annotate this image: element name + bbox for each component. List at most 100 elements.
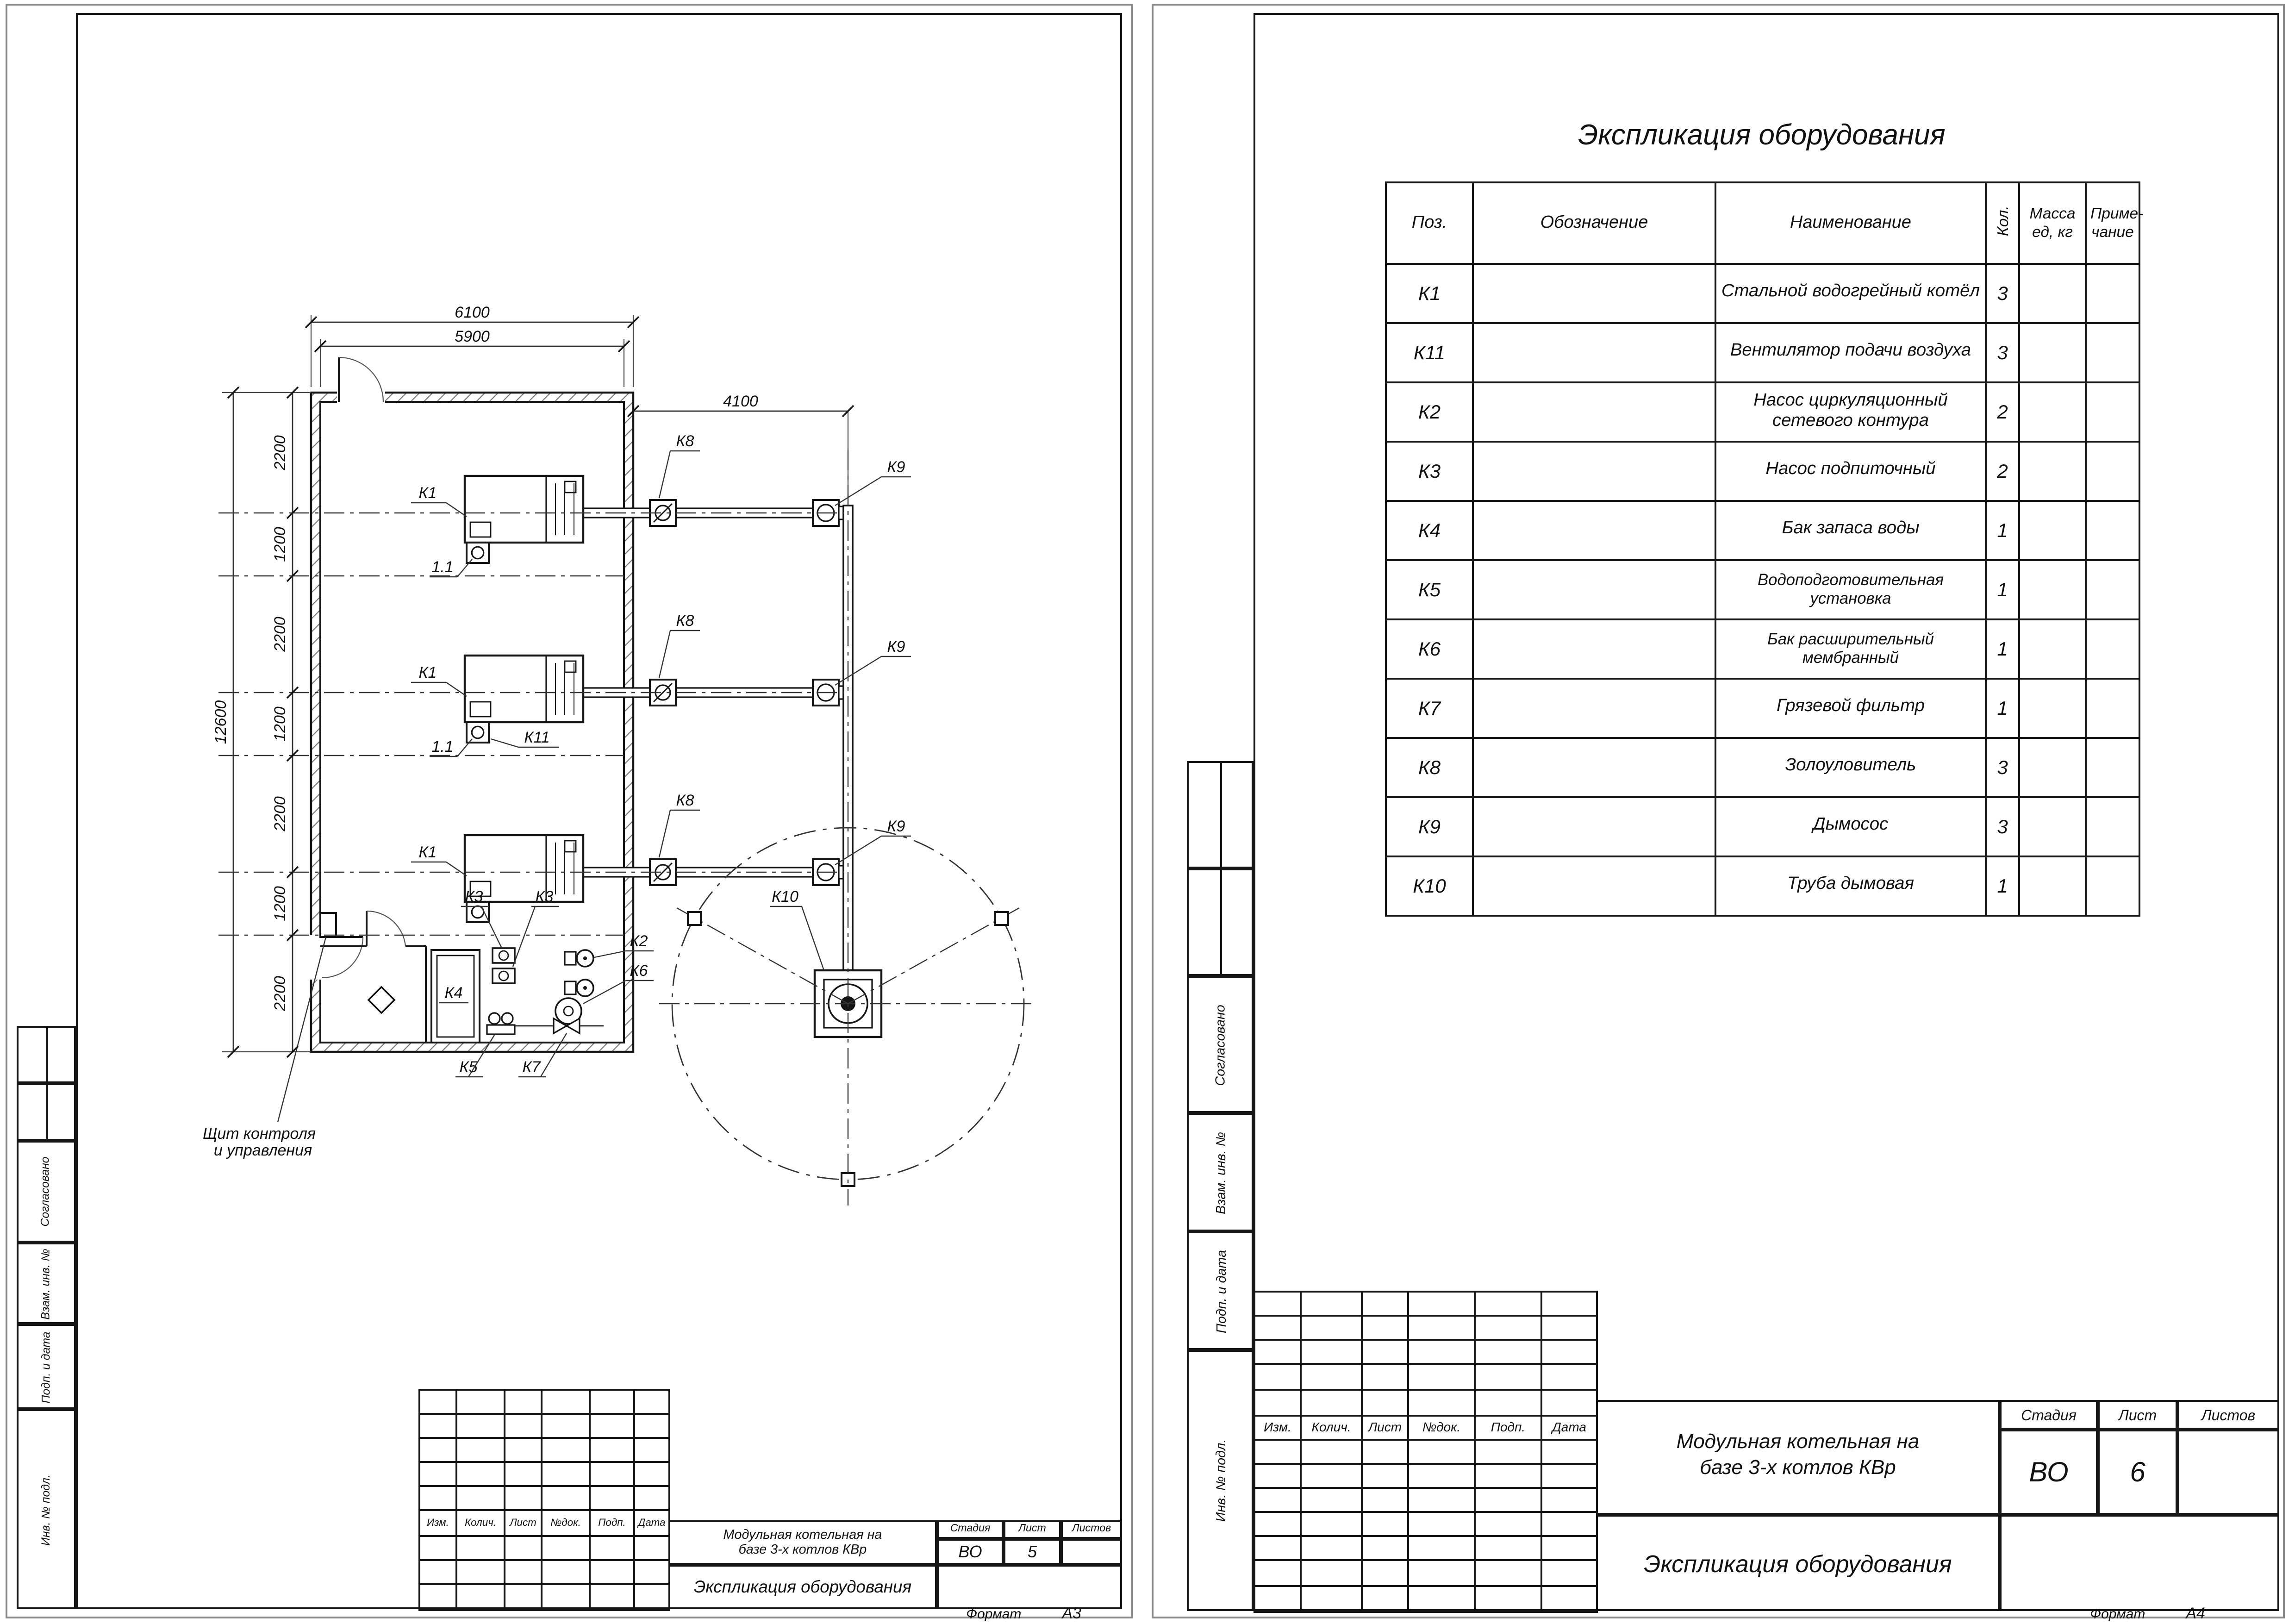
stage-label-cell: Стадия	[2000, 1400, 2098, 1430]
margin-cell	[17, 1083, 76, 1141]
approval-cell	[2000, 1515, 2279, 1611]
title-block: Изм. Колич. Лист №док. Подп. Дата Модуль…	[1254, 1291, 2279, 1613]
format-note: Формат А4	[1913, 1604, 2205, 1622]
label-k9: К9	[887, 638, 905, 656]
format-note: Формат А3	[785, 1604, 1081, 1622]
label-k1: К1	[419, 664, 437, 681]
boiler-unit-1	[463, 475, 851, 564]
label-k9: К9	[887, 458, 905, 476]
sheet-a4-spec: Согласовано Взам. инв. № Подп. и дата Ин…	[1152, 4, 2285, 1622]
spec-header-row: Поз. Обозначение Наименование Кол. Масса…	[1385, 181, 2143, 265]
plan-labels: К1 1.1 К1 1.1 К1 К11 К8 К8 К8 К9	[203, 432, 911, 1159]
spec-table-title: Экспликация оборудования	[1578, 120, 1946, 152]
label-control-panel: и управления	[214, 1142, 312, 1159]
label-control-panel: Щит контроля	[203, 1125, 316, 1143]
col-header-note: Приме-чание	[2085, 181, 2143, 265]
format-label: Формат	[2090, 1605, 2145, 1622]
label-k3: К3	[536, 888, 554, 906]
title-block: Изм. Колич. Лист №док. Подп. Дата Модуль…	[418, 1389, 1122, 1611]
dim-12600: 12600	[212, 700, 230, 744]
dimensions-top: 6100 5900 4100	[305, 304, 854, 494]
sheet-number-cell: 5	[1004, 1539, 1061, 1565]
sheets-value-cell	[1061, 1539, 1122, 1565]
label-k8: К8	[676, 432, 694, 450]
col-header-name: Наименование	[1715, 181, 1987, 265]
sheet-number-cell: 6	[2098, 1430, 2177, 1515]
auxiliary-equipment	[430, 947, 604, 1043]
col-header-designation: Обозначение	[1472, 181, 1716, 265]
margin-cell-podp-data: Подп. и дата	[17, 1324, 76, 1409]
label-section-1: 1.1	[431, 558, 453, 576]
stage-value-cell: ВО	[937, 1539, 1004, 1565]
center-axes	[218, 450, 1037, 1206]
margin-cell	[1187, 761, 1254, 868]
margin-cell-vzam-inv: Взам. инв. №	[17, 1243, 76, 1324]
water-tank-icon	[430, 949, 480, 1043]
margin-cell	[17, 1026, 76, 1083]
revision-header-row: Изм. Колич. Лист №док. Подп. Дата	[418, 1509, 670, 1537]
air-fan-icon	[466, 721, 490, 743]
project-title-cell: Модульная котельная на базе 3-х котлов К…	[1596, 1400, 2000, 1515]
guy-anchor-icon	[687, 911, 702, 926]
sheet-label-cell: Лист	[2098, 1400, 2177, 1430]
format-value: А4	[2186, 1604, 2205, 1622]
margin-cell-inv-podl: Инв. № подл.	[1187, 1350, 1254, 1611]
margin-cell	[1187, 868, 1254, 976]
margin-stamp-column: Согласовано Взам. инв. № Подп. и дата Ин…	[1187, 761, 1254, 1611]
dim-6100: 6100	[455, 304, 490, 321]
margin-cell-soglasovano: Согласовано	[1187, 976, 1254, 1113]
stage-value-cell: ВО	[2000, 1430, 2098, 1515]
revision-header-row: Изм. Колич. Лист №док. Подп. Дата	[1254, 1415, 1598, 1441]
spec-table: Поз. Обозначение Наименование Кол. Масса…	[1385, 181, 2143, 917]
dim-5900: 5900	[455, 328, 490, 345]
dim-seg: 2200	[271, 617, 289, 652]
dim-seg: 2200	[271, 435, 289, 471]
margin-cell-vzam-inv: Взам. инв. №	[1187, 1113, 1254, 1231]
boiler-unit-2	[463, 654, 851, 743]
sheet-a3-plan: К1 1.1 К1 1.1 К1 К11 К8 К8 К8 К9	[6, 4, 1133, 1622]
format-label: Формат	[966, 1605, 1022, 1622]
label-k7: К7	[523, 1058, 541, 1076]
dim-4100: 4100	[723, 393, 758, 410]
revision-table: Изм. Колич. Лист №док. Подп. Дата	[418, 1389, 670, 1611]
margin-cell-soglasovano: Согласовано	[17, 1141, 76, 1243]
label-k6: К6	[630, 962, 648, 980]
air-fan-icon	[466, 542, 490, 564]
dim-seg: 1200	[271, 527, 289, 562]
sink-icon	[367, 986, 396, 1014]
col-header-qty: Кол.	[1985, 181, 2020, 265]
margin-stamp-column: Согласовано Взам. инв. № Подп. и дата Ин…	[17, 1026, 76, 1609]
revision-table: Изм. Колич. Лист №док. Подп. Дата	[1254, 1291, 1598, 1613]
label-k3: К3	[465, 888, 483, 906]
water-treatment-icon	[488, 1012, 501, 1025]
guy-anchor-icon	[994, 911, 1009, 926]
label-k9: К9	[887, 818, 905, 835]
label-section-1: 1.1	[431, 738, 453, 756]
dim-seg: 1200	[271, 886, 289, 921]
boiler-unit-3	[463, 834, 851, 923]
approval-cell	[937, 1565, 1122, 1609]
interior-room	[319, 910, 427, 1043]
label-k2: К2	[630, 932, 648, 950]
control-panel-box	[319, 912, 337, 938]
label-k1: К1	[419, 843, 437, 861]
sheet-label-cell: Лист	[1004, 1520, 1061, 1539]
label-k8: К8	[676, 792, 694, 809]
label-k4: К4	[445, 984, 463, 1002]
label-k11: К11	[524, 729, 549, 746]
dim-seg: 1200	[271, 706, 289, 742]
dim-seg: 2200	[271, 796, 289, 832]
dim-seg: 2200	[271, 976, 289, 1012]
project-title-cell: Модульная котельная на базе 3-х котлов К…	[668, 1520, 937, 1565]
